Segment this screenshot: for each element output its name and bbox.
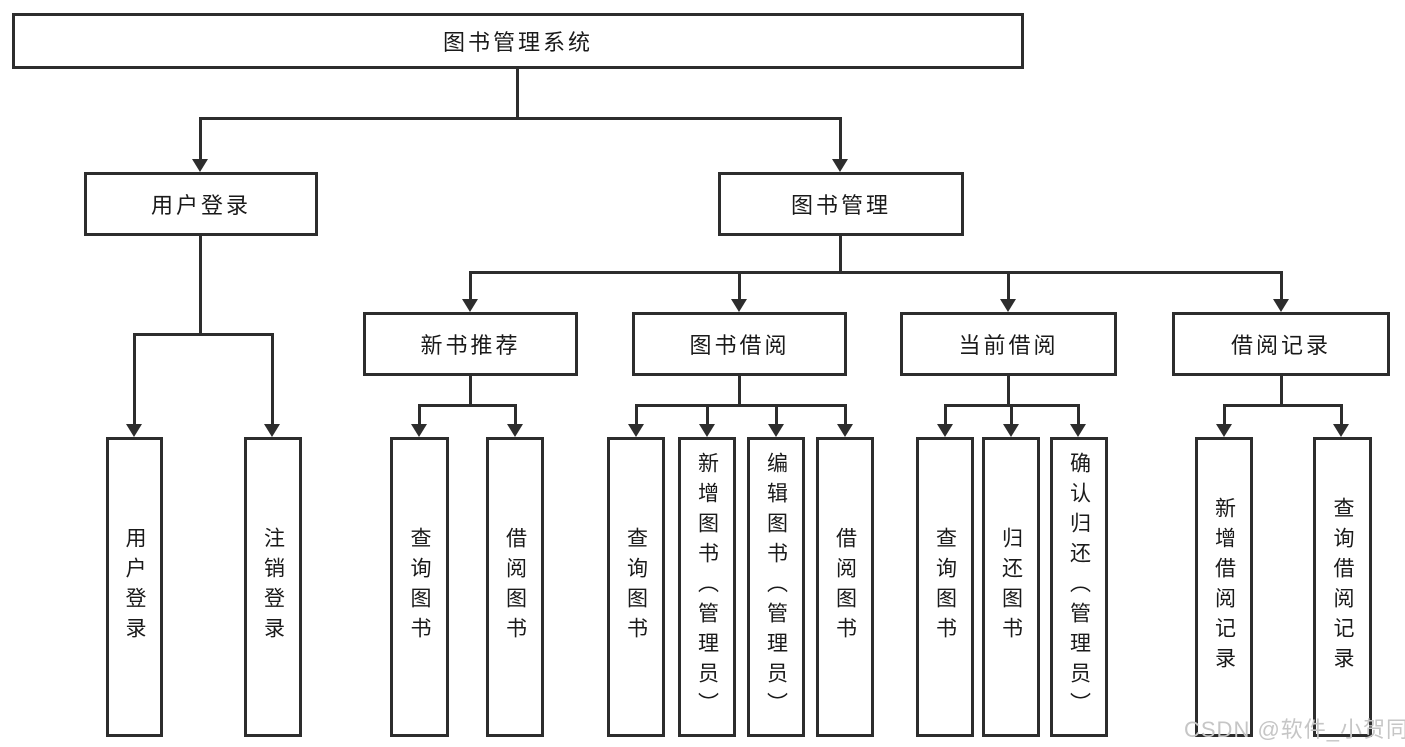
arrowhead-down-icon	[264, 424, 280, 437]
node-book-borrow-label: 图书借阅	[689, 333, 790, 358]
node-current-borrow-label: 当前借阅	[958, 333, 1059, 358]
arrowhead-down-icon	[731, 299, 747, 312]
connector-line	[706, 404, 709, 424]
connector-line	[199, 117, 842, 120]
connector-line	[1223, 404, 1343, 407]
connector-line	[1010, 404, 1013, 424]
arrowhead-down-icon	[126, 424, 142, 437]
node-current-borrow: 当前借阅	[900, 312, 1117, 376]
leaf-logout-label: 注销登录	[261, 527, 285, 647]
connector-line	[199, 117, 202, 160]
node-root-label: 图书管理系统	[442, 30, 593, 55]
leaf-user-login-label: 用户登录	[123, 527, 146, 647]
node-new-book-recommend: 新书推荐	[363, 312, 578, 376]
arrowhead-down-icon	[1070, 424, 1086, 437]
node-book-management: 图书管理	[718, 172, 964, 236]
node-book-management-label: 图书管理	[790, 193, 891, 218]
connector-line	[738, 376, 741, 406]
connector-line	[839, 236, 842, 274]
node-user-login-label: 用户登录	[150, 193, 251, 218]
connector-line	[844, 404, 847, 424]
leaf-query-borrow-record-label: 查询借阅记录	[1331, 497, 1354, 677]
leaf-add-borrow-record-label: 新增借阅记录	[1212, 497, 1236, 677]
arrowhead-down-icon	[1003, 424, 1019, 437]
connector-line	[1223, 404, 1226, 424]
leaf-edit-book-admin: 编辑图书（管理员）	[747, 437, 805, 737]
leaf-confirm-return-admin: 确认归还（管理员）	[1050, 437, 1108, 737]
leaf-edit-book-admin-label: 编辑图书（管理员）	[764, 452, 788, 722]
leaf-add-book-admin: 新增图书（管理员）	[678, 437, 736, 737]
arrowhead-down-icon	[768, 424, 784, 437]
leaf-borrow-books-label: 借阅图书	[833, 527, 857, 647]
leaf-borrow-books-recommend: 借阅图书	[486, 437, 544, 737]
arrowhead-down-icon	[462, 299, 478, 312]
node-book-borrow: 图书借阅	[632, 312, 847, 376]
leaf-logout: 注销登录	[244, 437, 302, 737]
leaf-confirm-return-admin-label: 确认归还（管理员）	[1067, 452, 1091, 722]
connector-line	[418, 404, 421, 424]
connector-line	[1007, 376, 1010, 406]
node-user-login: 用户登录	[84, 172, 318, 236]
leaf-query-books-borrow-label: 查询图书	[624, 527, 648, 647]
connector-line	[635, 404, 846, 407]
leaf-borrow-books: 借阅图书	[816, 437, 874, 737]
csdn-watermark: CSDN @软件_小贺同学	[1184, 717, 1405, 742]
connector-line	[635, 404, 638, 424]
leaf-return-book: 归还图书	[982, 437, 1040, 737]
arrowhead-down-icon	[507, 424, 523, 437]
arrowhead-down-icon	[837, 424, 853, 437]
leaf-add-book-admin-label: 新增图书（管理员）	[695, 452, 719, 722]
node-borrow-records: 借阅记录	[1172, 312, 1390, 376]
connector-line	[1340, 404, 1343, 424]
node-root: 图书管理系统	[12, 13, 1024, 69]
arrowhead-down-icon	[1333, 424, 1349, 437]
leaf-add-borrow-record: 新增借阅记录	[1195, 437, 1253, 737]
arrowhead-down-icon	[628, 424, 644, 437]
connector-line	[133, 333, 274, 336]
arrowhead-down-icon	[699, 424, 715, 437]
connector-line	[418, 404, 517, 407]
leaf-borrow-books-recommend-label: 借阅图书	[503, 527, 527, 647]
connector-line	[1007, 271, 1010, 299]
arrowhead-down-icon	[411, 424, 427, 437]
leaf-query-books-current: 查询图书	[916, 437, 974, 737]
leaf-query-books-borrow: 查询图书	[607, 437, 665, 737]
connector-line	[469, 376, 472, 406]
connector-line	[738, 271, 741, 299]
arrowhead-down-icon	[1273, 299, 1289, 312]
connector-line	[944, 404, 947, 424]
connector-line	[469, 271, 472, 299]
arrowhead-down-icon	[937, 424, 953, 437]
connector-line	[133, 333, 136, 424]
leaf-user-login: 用户登录	[106, 437, 163, 737]
arrowhead-down-icon	[1000, 299, 1016, 312]
connector-line	[1280, 376, 1283, 406]
connector-line	[469, 271, 1283, 274]
node-borrow-records-label: 借阅记录	[1230, 333, 1331, 358]
leaf-query-books-current-label: 查询图书	[933, 527, 957, 647]
leaf-return-book-label: 归还图书	[999, 527, 1023, 647]
node-new-book-recommend-label: 新书推荐	[420, 333, 521, 358]
connector-line	[1280, 271, 1283, 299]
leaf-query-books-recommend-label: 查询图书	[408, 527, 431, 647]
connector-line	[271, 333, 274, 424]
connector-line	[839, 117, 842, 160]
arrowhead-down-icon	[832, 159, 848, 172]
connector-line	[516, 69, 519, 118]
leaf-query-borrow-record: 查询借阅记录	[1313, 437, 1372, 737]
connector-line	[514, 404, 517, 424]
arrowhead-down-icon	[192, 159, 208, 172]
arrowhead-down-icon	[1216, 424, 1232, 437]
connector-line	[775, 404, 778, 424]
leaf-query-books-recommend: 查询图书	[390, 437, 449, 737]
connector-line	[199, 236, 202, 336]
connector-line	[1077, 404, 1080, 424]
